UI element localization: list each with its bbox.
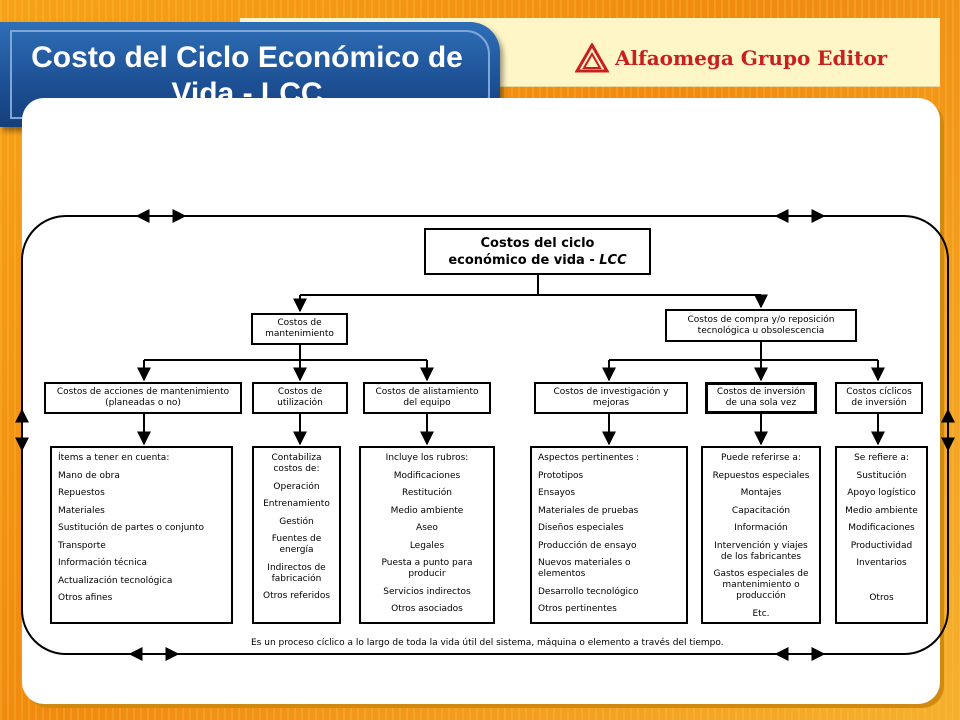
category-utilization: Costos de utilización	[252, 382, 348, 414]
detail-item: Capacitación	[731, 505, 791, 516]
detail-item: Prototipos	[538, 470, 584, 481]
cycle-footnote: Es un proceso cíclico a lo largo de toda…	[251, 638, 724, 648]
detail-item: Contabiliza costos de:	[271, 453, 322, 474]
detail-one-time-investment: Puede referirse a: Repuestos especiales …	[701, 446, 821, 624]
detail-item: Información	[734, 523, 788, 533]
root-line2: económico de vida - LCC	[448, 252, 627, 268]
detail-item: Otros pertinentes	[538, 604, 617, 614]
detail-cyclic-investment: Se refiere a: Sustitución Apoyo logístic…	[835, 446, 928, 624]
detail-item: Restitución	[402, 488, 452, 498]
detail-item: Materiales	[58, 505, 105, 516]
detail-item: Modificaciones	[393, 470, 461, 481]
detail-maintenance-actions: Ítems a tener en cuenta: Mano de obra Re…	[50, 446, 233, 624]
detail-item: Entrenamiento	[263, 499, 330, 509]
detail-item: Repuestos	[58, 488, 105, 498]
detail-item: Puede referirse a:	[721, 453, 801, 463]
category-research: Costos de investigación y mejoras	[534, 382, 688, 414]
detail-research: Aspectos pertinentes : Prototipos Ensayo…	[530, 446, 688, 624]
detail-item: Indirectos de fabricación	[267, 562, 326, 584]
detail-item: Apoyo logístico	[847, 488, 916, 498]
root-line1: Costos del ciclo	[480, 235, 595, 251]
root-node: Costos del ciclo económico de vida - LCC	[424, 228, 651, 275]
detail-item: Actualización tecnológica	[58, 575, 173, 586]
detail-item: Otros asociados	[391, 604, 463, 614]
branch-purchase: Costos de compra y/o reposición tecnológ…	[665, 309, 857, 342]
detail-item: Diseños especiales	[538, 523, 624, 533]
detail-item: Se refiere a:	[854, 453, 909, 463]
category-one-time-investment: Costos de inversión de una sola vez	[705, 382, 817, 414]
detail-item: Puesta a punto para producir	[381, 558, 473, 579]
detail-item: Inventarios	[856, 558, 907, 568]
detail-item-spacer	[843, 576, 920, 587]
detail-item: Gastos especiales de mantenimiento o pro…	[713, 569, 809, 601]
detail-item: Sustitución de partes o conjunto	[58, 523, 205, 533]
detail-item: Aspectos pertinentes :	[538, 453, 640, 463]
detail-equipment-setup: Incluye los rubros: Modificaciones Resti…	[359, 446, 495, 624]
detail-item: Repuestos especiales	[712, 470, 810, 481]
detail-item: Medio ambiente	[845, 505, 918, 516]
alfaomega-logo-icon	[575, 43, 609, 73]
detail-item: Modificaciones	[848, 523, 915, 533]
detail-item: Intervención y viajes de los fabricantes	[714, 540, 808, 562]
detail-item: Etc.	[752, 608, 770, 619]
detail-item: Ítems a tener en cuenta:	[58, 453, 170, 463]
publisher-logo: Alfaomega Grupo Editor	[575, 38, 887, 78]
detail-item: Ensayos	[538, 488, 576, 498]
detail-item: Fuentes de energía	[271, 534, 322, 555]
branch-maintenance: Costos de mantenimiento	[251, 313, 348, 345]
detail-item: Operación	[273, 481, 320, 492]
detail-item: Materiales de pruebas	[538, 505, 639, 516]
detail-item: Otros afines	[58, 593, 113, 603]
detail-item: Desarrollo tecnológico	[538, 586, 639, 597]
detail-item: Transporte	[58, 540, 106, 551]
detail-item: Nuevos materiales o elementos	[538, 558, 631, 579]
detail-item: Medio ambiente	[390, 505, 464, 516]
detail-item: Montajes	[740, 488, 782, 498]
root-abbrev: LCC	[599, 252, 627, 268]
detail-item: Gestión	[279, 516, 314, 527]
detail-item: Producción de ensayo	[538, 540, 637, 551]
detail-item: Incluye los rubros:	[385, 453, 469, 463]
detail-item: Legales	[409, 540, 445, 551]
category-equipment-setup: Costos de alistamiento del equipo	[363, 382, 491, 414]
detail-item: Sustitución	[856, 470, 907, 481]
detail-item: Servicios indirectos	[383, 586, 471, 597]
category-maintenance-actions: Costos de acciones de mantenimiento (pla…	[44, 382, 242, 414]
detail-item: Información técnica	[58, 558, 148, 568]
detail-item: Aseo	[416, 523, 438, 533]
logo-text: Alfaomega Grupo Editor	[615, 46, 888, 70]
category-cyclic-investment: Costos cíclicos de inversión	[835, 382, 923, 414]
detail-item: Mano de obra	[58, 470, 120, 481]
detail-item: Otros referidos	[262, 591, 331, 601]
detail-utilization: Contabiliza costos de: Operación Entrena…	[252, 446, 341, 624]
detail-item: Productividad	[850, 540, 913, 551]
detail-item: Otros	[869, 593, 894, 603]
